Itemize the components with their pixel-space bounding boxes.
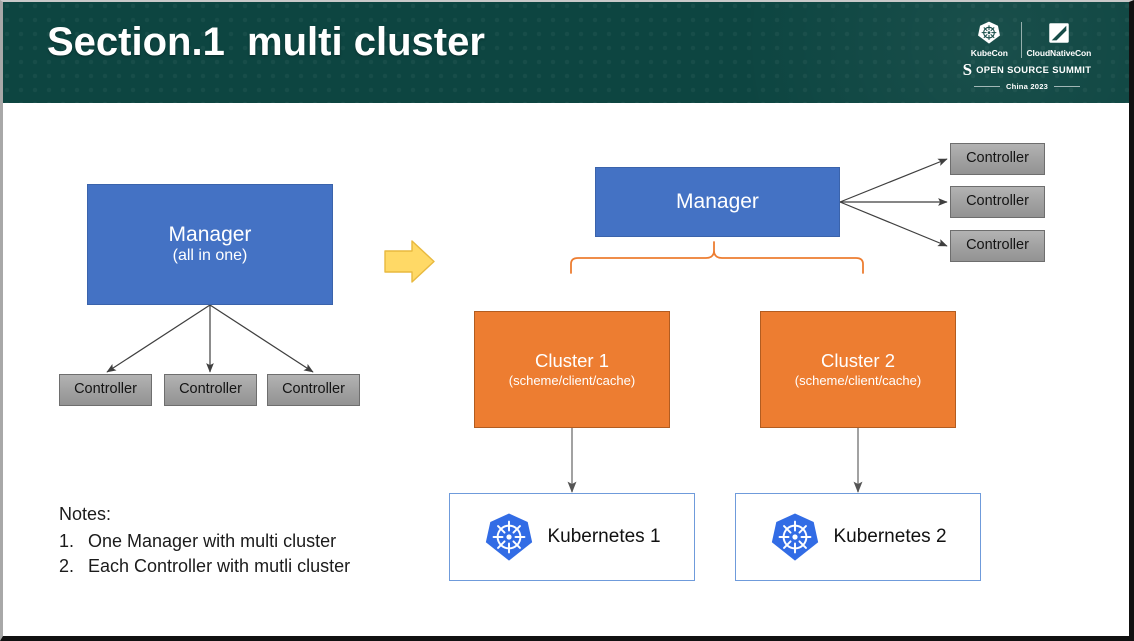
kubernetes-2-label: Kubernetes 2 [833, 525, 947, 547]
kubernetes-icon [486, 513, 533, 561]
open-source-summit-row: S OPEN SOURCE SUMMIT [961, 61, 1093, 78]
right-controller-1[interactable]: Controller [950, 143, 1045, 175]
notes-item-1-text: One Manager with multi cluster [88, 530, 337, 551]
notes-title: Notes: [59, 504, 112, 524]
kubecon-label: KubeCon [970, 48, 1008, 58]
left-manager-box[interactable]: Manager (all in one) [87, 184, 333, 305]
right-controller-2-label: Controller [966, 193, 1029, 210]
left-controller-3-label: Controller [282, 381, 345, 398]
left-controller-1-label: Controller [74, 381, 137, 398]
cloudnativecon-logo-col: CloudNativeCon [1025, 20, 1093, 58]
left-manager-title: Manager [168, 222, 252, 246]
left-controller-1[interactable]: Controller [59, 374, 152, 406]
page-title: Section.1 multi cluster [47, 20, 485, 64]
notes-list: 1. One Manager with multi cluster 2. Eac… [59, 529, 350, 580]
right-controller-3-label: Controller [966, 237, 1029, 254]
right-controller-3[interactable]: Controller [950, 230, 1045, 262]
connector-layer [106, 158, 948, 493]
notes-item-1: 1. One Manager with multi cluster [59, 529, 350, 555]
left-manager-subtitle: (all in one) [172, 247, 248, 265]
cluster-2-box[interactable]: Cluster 2 (scheme/client/cache) [760, 311, 956, 428]
cluster-2-title: Cluster 2 [820, 350, 896, 372]
kubernetes-1-label: Kubernetes 1 [547, 525, 661, 547]
cluster-2-subtitle: (scheme/client/cache) [794, 373, 922, 389]
kubernetes-2-box[interactable]: Kubernetes 2 [735, 493, 981, 581]
right-controller-1-label: Controller [966, 150, 1029, 167]
right-manager-box[interactable]: Manager [595, 167, 840, 237]
kubecon-logo-lockup: KubeCon CloudNativeCon S OPEN SOURCE SUM… [961, 14, 1093, 94]
kubernetes-helm-icon [978, 21, 1001, 44]
cloudnativecon-label: CloudNativeCon [1026, 48, 1092, 58]
slide-header: Section.1 multi cluster [3, 2, 1129, 103]
right-arrow-icon [384, 240, 435, 283]
notes-block: Notes: 1. One Manager with multi cluster… [59, 502, 350, 580]
logo-rule-right [1054, 86, 1081, 87]
cloudnativecon-square-icon [1049, 23, 1069, 43]
cluster-1-box[interactable]: Cluster 1 (scheme/client/cache) [474, 311, 670, 428]
logo-top-row: KubeCon CloudNativeCon [961, 14, 1093, 58]
right-manager-title: Manager [676, 189, 759, 213]
right-manager-to-controllers-arrows [839, 158, 948, 247]
event-year-row: China 2023 [961, 82, 1093, 91]
left-controller-2[interactable]: Controller [164, 374, 257, 406]
notes-item-2-number: 2. [59, 556, 75, 577]
kubecon-logo-col: KubeCon [961, 20, 1018, 58]
notes-item-1-number: 1. [59, 530, 75, 551]
logo-rule-left [973, 86, 1000, 87]
left-controller-2-label: Controller [179, 381, 242, 398]
kubernetes-1-box[interactable]: Kubernetes 1 [449, 493, 695, 581]
left-manager-to-controllers-arrows [106, 304, 314, 373]
kubernetes-icon [772, 513, 819, 561]
cluster-1-subtitle: (scheme/client/cache) [508, 373, 636, 389]
left-controller-3[interactable]: Controller [267, 374, 360, 406]
open-source-summit-label: OPEN SOURCE SUMMIT [976, 64, 1092, 75]
logo-divider [1020, 22, 1022, 58]
notes-item-2: 2. Each Controller with mutli cluster [59, 554, 350, 580]
diagram-canvas: Manager (all in one) Controller Controll… [3, 103, 1129, 636]
notes-item-2-text: Each Controller with mutli cluster [88, 556, 351, 577]
cluster-1-title: Cluster 1 [534, 350, 610, 372]
event-year-label: China 2023 [1005, 82, 1049, 91]
right-controller-2[interactable]: Controller [950, 186, 1045, 218]
summit-s-icon: S [962, 60, 973, 79]
cluster-grouping-brace [570, 241, 864, 274]
cluster-to-kubernetes-arrows [567, 428, 863, 493]
